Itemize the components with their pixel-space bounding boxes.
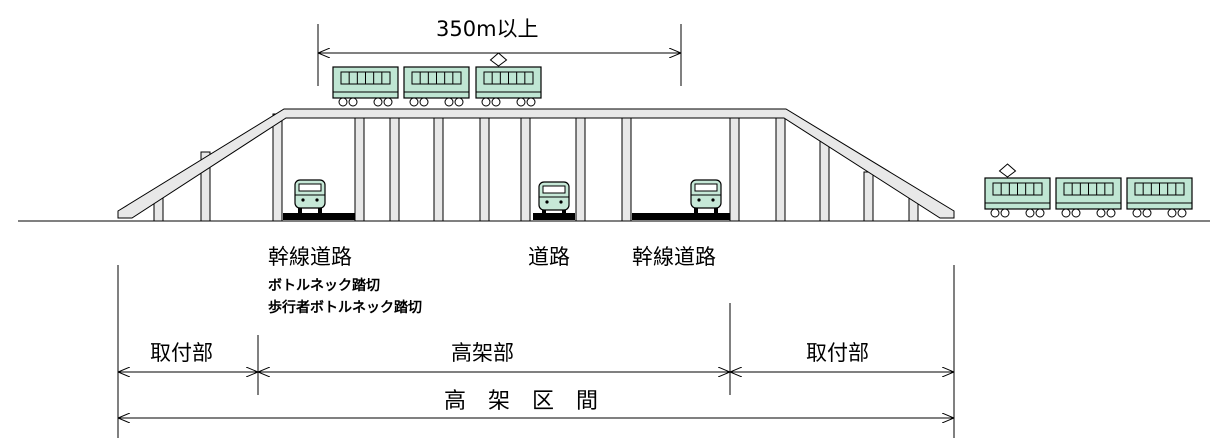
pillar bbox=[433, 113, 444, 222]
road-center-label: 道路 bbox=[528, 245, 570, 269]
pillar bbox=[575, 113, 586, 222]
viaduct-deck bbox=[117, 108, 955, 219]
pillar bbox=[272, 113, 283, 222]
pillar bbox=[354, 113, 365, 222]
pillar bbox=[200, 151, 211, 222]
road-surface-right bbox=[632, 213, 730, 220]
pedestrian-bottleneck-crossing-label: 歩行者ボトルネック踏切 bbox=[268, 299, 422, 316]
road-surface-center bbox=[533, 213, 575, 220]
pillar bbox=[520, 113, 531, 222]
train-car-icon bbox=[1126, 177, 1193, 218]
train-on-ground bbox=[984, 163, 1193, 218]
pillar bbox=[479, 113, 490, 222]
pantograph-icon bbox=[998, 163, 1017, 178]
train-car-icon bbox=[403, 66, 470, 107]
cars bbox=[294, 179, 722, 215]
pillar bbox=[775, 113, 786, 222]
car-front-icon bbox=[538, 181, 570, 215]
road-right-label: 幹線道路 bbox=[632, 245, 716, 269]
pillar bbox=[729, 113, 740, 222]
span-length-label: 350m以上 bbox=[436, 17, 539, 41]
approach-right-label: 取付部 bbox=[806, 341, 869, 365]
train-car-icon bbox=[332, 66, 399, 107]
car-front-icon bbox=[690, 179, 722, 213]
elevated-part-label: 高架部 bbox=[451, 341, 514, 365]
train-on-viaduct bbox=[332, 52, 542, 107]
viaduct-structure bbox=[117, 108, 955, 222]
train-car-icon bbox=[984, 163, 1051, 218]
road-surface-left bbox=[283, 213, 355, 220]
car-front-icon bbox=[294, 179, 326, 213]
pillar bbox=[621, 113, 632, 222]
bottleneck-crossing-label: ボトルネック踏切 bbox=[268, 277, 380, 294]
elevated-section-label: 高架区間 bbox=[444, 389, 620, 414]
road-left-label: 幹線道路 bbox=[268, 245, 352, 269]
pillar bbox=[819, 135, 830, 222]
approach-left-label: 取付部 bbox=[150, 341, 213, 365]
pillar bbox=[863, 171, 874, 222]
train-car-icon bbox=[1055, 177, 1122, 218]
train-car-icon bbox=[475, 52, 542, 107]
pillar bbox=[389, 113, 400, 222]
pantograph-icon bbox=[489, 52, 508, 67]
